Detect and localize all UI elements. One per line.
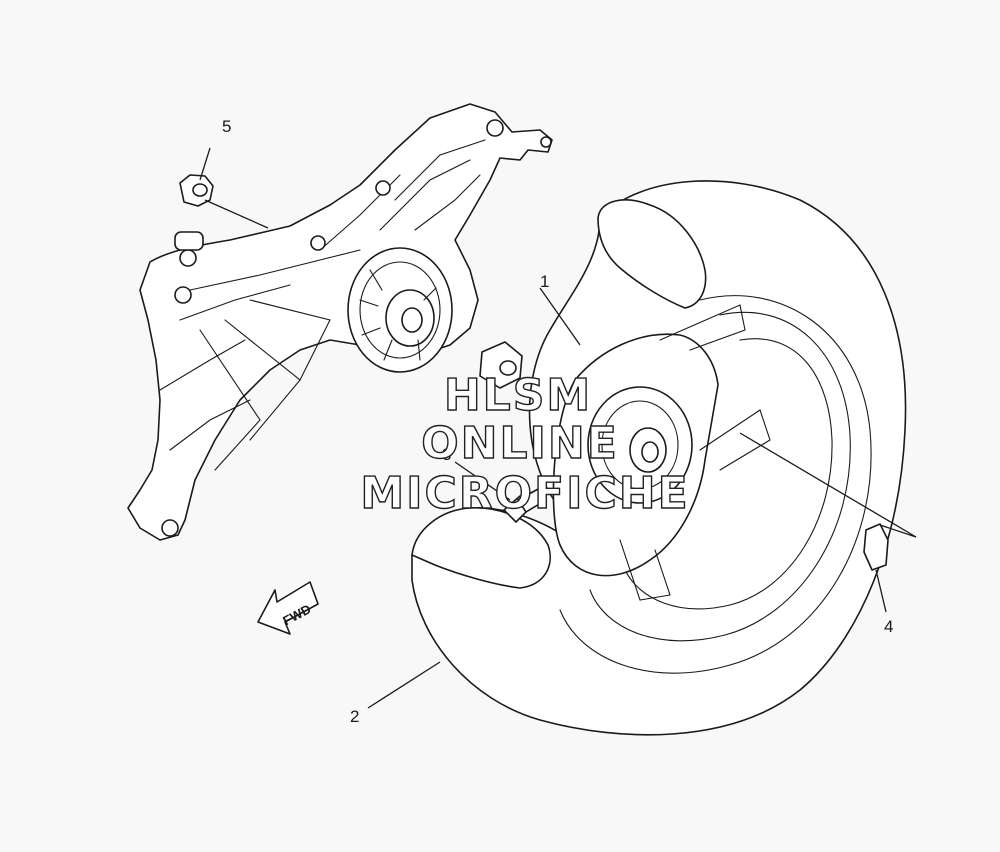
- callout-4: 4: [884, 617, 893, 636]
- axle-nut: [179, 174, 214, 207]
- watermark: HLSM ONLINE MICROFICHE: [360, 369, 689, 519]
- tire-valve: [503, 487, 547, 523]
- balance-weight: [863, 523, 889, 571]
- callout-5: 5: [222, 117, 231, 136]
- forward-arrow-icon: FWD: [257, 581, 319, 635]
- spacer-collar: [479, 341, 523, 389]
- watermark-line-3: MICROFICHE: [360, 468, 689, 519]
- callout-3: 3: [442, 445, 451, 464]
- callout-1: 1: [540, 272, 549, 291]
- leader-lines: [199, 147, 917, 709]
- swing-arm-housing: [127, 103, 553, 541]
- watermark-line-2: ONLINE: [421, 418, 619, 469]
- rear-wheel-tire: [411, 180, 907, 736]
- callout-2: 2: [350, 707, 359, 726]
- watermark-line-1: HLSM: [444, 370, 592, 421]
